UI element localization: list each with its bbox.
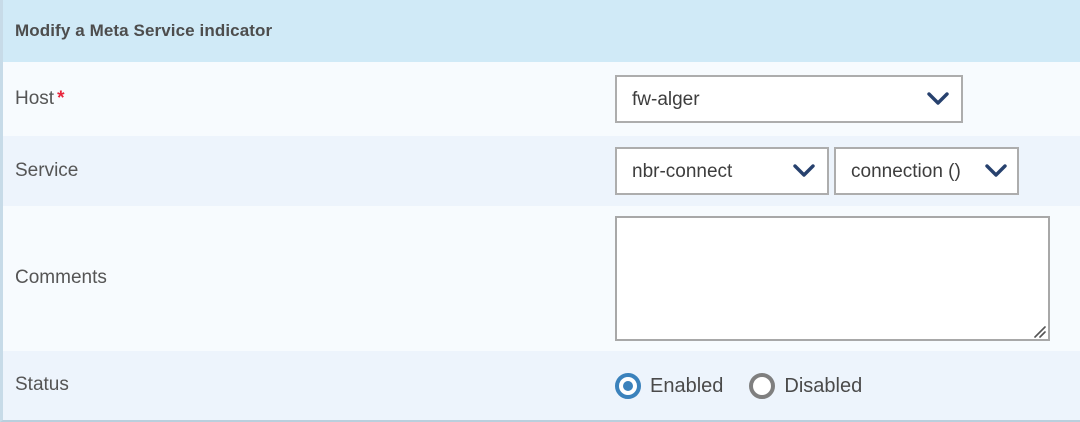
metric-select[interactable]: connection () — [834, 147, 1019, 195]
comments-label-text: Comments — [15, 267, 107, 289]
host-label-text: Host — [15, 87, 55, 109]
status-field: Enabled Disabled — [615, 372, 1080, 399]
service-select-value: nbr-connect — [632, 160, 733, 182]
status-radio-disabled[interactable]: Disabled — [749, 372, 863, 399]
chevron-down-icon — [793, 164, 815, 178]
page-title: Modify a Meta Service indicator — [15, 21, 273, 40]
panel-header: Modify a Meta Service indicator — [3, 0, 1080, 62]
comments-input[interactable] — [615, 216, 1050, 341]
host-select[interactable]: fw-alger — [615, 75, 963, 123]
status-radio-disabled-label: Disabled — [784, 374, 863, 397]
status-radio-group: Enabled Disabled — [615, 372, 863, 399]
form-row-service: Service nbr-connect connection () — [3, 136, 1080, 206]
comments-label: Comments — [15, 267, 615, 290]
chevron-down-icon — [927, 92, 949, 106]
radio-unselected-icon — [749, 372, 776, 399]
form-row-host: Host* fw-alger — [3, 62, 1080, 136]
form-row-status: Status Enabled Disabled — [3, 351, 1080, 420]
service-select[interactable]: nbr-connect — [615, 147, 829, 195]
chevron-down-icon — [985, 164, 1007, 178]
comments-textarea-wrapper — [615, 216, 1050, 341]
host-select-value: fw-alger — [632, 88, 700, 110]
radio-selected-icon — [615, 372, 641, 399]
service-label-text: Service — [15, 159, 79, 181]
status-radio-enabled-label: Enabled — [650, 374, 724, 397]
comments-field — [615, 216, 1080, 341]
metric-select-value: connection () — [851, 160, 961, 182]
service-field: nbr-connect connection () — [615, 147, 1080, 195]
required-asterisk: * — [57, 87, 65, 109]
host-label: Host* — [15, 88, 615, 111]
status-label: Status — [15, 374, 615, 397]
status-radio-enabled[interactable]: Enabled — [615, 372, 724, 399]
status-label-text: Status — [15, 374, 69, 396]
host-field: fw-alger — [615, 75, 1080, 123]
form-row-comments: Comments — [3, 206, 1080, 351]
service-label: Service — [15, 160, 615, 183]
